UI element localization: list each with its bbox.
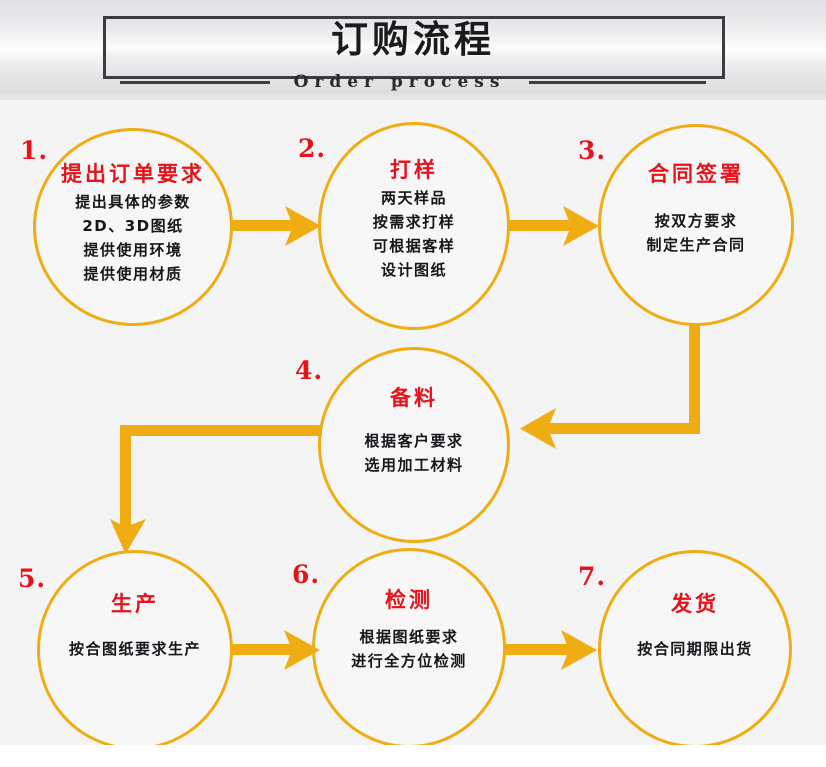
- subtitle-row: Order process: [0, 68, 826, 96]
- connector-arrow-2-to-3-icon: [508, 203, 601, 249]
- step-number-4: 4.: [295, 356, 324, 385]
- step-number-3: 3.: [578, 136, 607, 165]
- step-title-6: 检测: [385, 588, 433, 612]
- step-body-line: 设计图纸: [380, 261, 447, 279]
- connector-elbow-4-to-5-icon: [110, 425, 322, 555]
- step-number-6: 6.: [292, 560, 321, 589]
- step-body-line: 按合同期限出货: [637, 640, 753, 658]
- subtitle-rule-left-icon: [119, 80, 270, 84]
- step-body-7: 按合同期限出货: [637, 637, 753, 661]
- step-body-line: 可根据客样: [372, 237, 456, 255]
- page-title: 订购流程: [331, 18, 495, 61]
- step-number-2: 2.: [298, 134, 327, 163]
- bottom-white-strip: [0, 745, 826, 767]
- step-number-5: 5.: [18, 564, 47, 593]
- step-body-line: 按需求打样: [372, 213, 456, 231]
- connector-arrow-6-to-7-icon: [505, 627, 599, 673]
- step-body-4: 根据客户要求 选用加工材料: [364, 429, 463, 477]
- step-body-line: 提供使用环境: [83, 241, 183, 259]
- step-node-5[interactable]: 生产 按合图纸要求生产: [37, 550, 233, 750]
- step-body-line: 提出具体的参数: [75, 193, 191, 211]
- step-title-5: 生产: [111, 592, 159, 616]
- step-node-6[interactable]: 检测 根据图纸要求 进行全方位检测: [312, 548, 506, 748]
- step-body-line: 根据客户要求: [364, 432, 464, 450]
- step-node-1[interactable]: 提出订单要求 提出具体的参数 2D、3D图纸 提供使用环境 提供使用材质: [33, 128, 233, 326]
- step-title-7: 发货: [671, 592, 719, 616]
- step-body-line: 提供使用材质: [83, 265, 183, 283]
- step-title-2: 打样: [390, 158, 438, 182]
- connector-arrow-1-to-2-icon: [231, 203, 323, 249]
- step-title-4: 备料: [390, 386, 438, 410]
- step-node-3[interactable]: 合同签署 按双方要求 制定生产合同: [598, 124, 794, 326]
- step-node-2[interactable]: 打样 两天样品 按需求打样 可根据客样 设计图纸: [318, 122, 510, 330]
- connector-elbow-3-to-4-icon: [500, 324, 710, 452]
- step-body-line: 按双方要求: [654, 212, 738, 230]
- step-node-7[interactable]: 发货 按合同期限出货: [598, 550, 792, 748]
- step-body-line: 2D、3D图纸: [82, 217, 184, 235]
- step-body-line: 按合图纸要求生产: [68, 640, 201, 658]
- step-body-5: 按合图纸要求生产: [69, 637, 201, 661]
- connector-arrow-5-to-6-icon: [232, 627, 322, 673]
- step-body-2: 两天样品 按需求打样 可根据客样 设计图纸: [373, 186, 456, 282]
- subtitle-rule-right-icon: [529, 80, 707, 84]
- step-node-4[interactable]: 备料 根据客户要求 选用加工材料: [318, 347, 510, 543]
- step-body-line: 选用加工材料: [364, 456, 464, 474]
- step-body-3: 按双方要求 制定生产合同: [646, 209, 745, 257]
- step-body-6: 根据图纸要求 进行全方位检测: [351, 625, 467, 673]
- step-number-7: 7.: [578, 562, 607, 591]
- step-body-line: 根据图纸要求: [359, 628, 459, 646]
- step-body-line: 制定生产合同: [646, 236, 746, 254]
- flow-canvas: 提出订单要求 提出具体的参数 2D、3D图纸 提供使用环境 提供使用材质 1. …: [0, 100, 826, 750]
- step-body-1: 提出具体的参数 2D、3D图纸 提供使用环境 提供使用材质: [75, 190, 191, 286]
- step-title-3: 合同签署: [648, 162, 744, 186]
- page-subtitle: Order process: [293, 72, 506, 92]
- header-title-box: [103, 16, 725, 79]
- header-band: 订购流程 Order process: [0, 0, 826, 100]
- step-number-1: 1.: [20, 136, 49, 165]
- step-title-1: 提出订单要求: [61, 162, 205, 186]
- step-body-line: 进行全方位检测: [351, 652, 467, 670]
- step-body-line: 两天样品: [380, 189, 447, 207]
